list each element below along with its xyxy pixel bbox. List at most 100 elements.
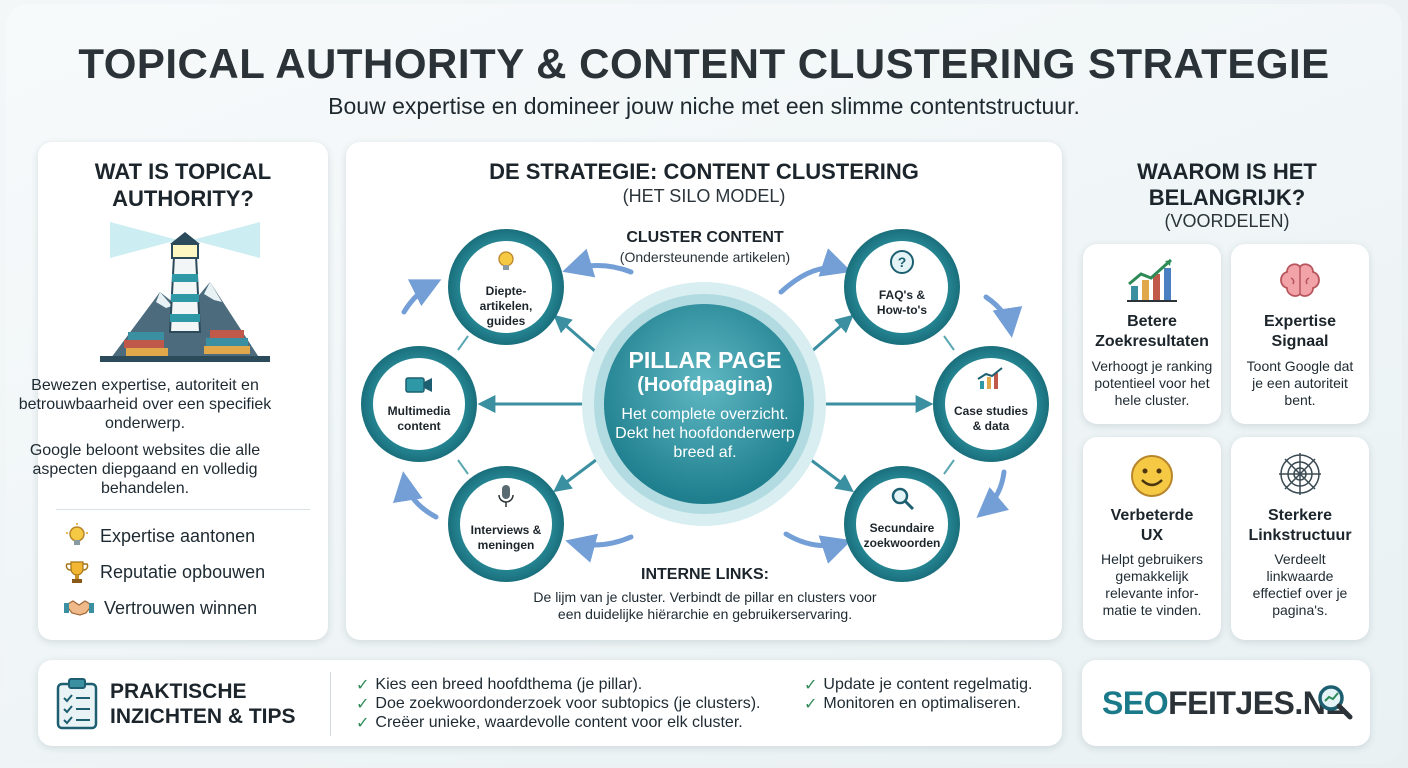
- benefit-title-line: Linkstructuur: [1248, 527, 1352, 544]
- benefit-text-line: relevante infor-: [1105, 585, 1199, 601]
- bullet-label: Reputatie opbouwen: [100, 561, 266, 582]
- page-title: TOPICAL AUTHORITY & CONTENT CLUSTERING S…: [78, 40, 1330, 87]
- bullet-expertise: Expertise aantonen: [64, 523, 255, 549]
- benefit-title-line: Betere: [1127, 313, 1177, 330]
- benefit-title: Expertise Signaal: [1231, 312, 1369, 352]
- benefit-text-line: linkwaarde: [1266, 568, 1334, 584]
- smiley-icon: [1131, 455, 1173, 497]
- benefit-text: Helpt gebruikers gemakkelijk relevante i…: [1087, 551, 1217, 619]
- benefit-title-line: Sterkere: [1267, 507, 1333, 524]
- cluster-content-title: CLUSTER CONTENT: [626, 229, 784, 246]
- node-line: content: [397, 419, 441, 433]
- pillar-title: PILLAR PAGE: [628, 347, 782, 373]
- trophy-icon: [65, 561, 89, 583]
- web-icon: [1279, 453, 1321, 495]
- check-icon: ✓: [356, 677, 370, 694]
- node-faq-label: FAQ's & How-to's: [852, 288, 952, 318]
- benefit-text-line: effectief over je: [1252, 585, 1348, 601]
- left-card-title-line2: AUTHORITY?: [112, 186, 254, 211]
- left-paragraph-1: Bewezen expertise, autoriteit en betrouw…: [18, 377, 272, 432]
- benefit-text-line: Helpt gebruikers: [1101, 551, 1203, 567]
- node-line: Interviews &: [470, 523, 542, 537]
- node-line: Multimedia: [387, 404, 451, 418]
- tip-text: Doe zoekwoordonderzoek voor subtopics (j…: [375, 695, 761, 712]
- links-line: De lijm van je cluster. Verbindt de pill…: [533, 589, 877, 605]
- benefit-text-line: matie te vinden.: [1102, 602, 1202, 618]
- svg-text:?: ?: [898, 254, 907, 270]
- node-line: artikelen,: [479, 299, 533, 313]
- bullet-label: Expertise aantonen: [100, 525, 256, 546]
- benefit-card-ux: Verbeterde UX Helpt gebruikers gemakkeli…: [1083, 437, 1221, 640]
- benefit-text-line: potentieel voor het: [1094, 375, 1210, 391]
- what-is-topical-authority-card: WAT IS TOPICAL AUTHORITY?: [38, 142, 328, 640]
- node-case-label: Case studies & data: [941, 404, 1041, 434]
- tip-item: ✓ Monitoren en optimaliseren.: [804, 694, 1021, 714]
- handshake-icon: [64, 600, 94, 616]
- tips-title-line2: INZICHTEN & TIPS: [110, 705, 296, 728]
- right-title-line1: WAAROM IS HET: [1137, 159, 1317, 184]
- brain-icon: [1280, 263, 1320, 297]
- chart-icon: [977, 367, 1003, 389]
- internal-links-description: De lijm van je cluster. Verbindt de pill…: [505, 589, 905, 623]
- benefit-title-line: Zoekresultaten: [1095, 333, 1209, 350]
- content-cluster-diagram: ?: [361, 229, 1049, 582]
- question-bubble-icon: ?: [890, 250, 914, 274]
- check-icon: ✓: [804, 696, 818, 713]
- cluster-content-subtitle: (Ondersteunende artikelen): [619, 249, 791, 265]
- pillar-connectors: [477, 314, 934, 493]
- node-line: & data: [972, 419, 1010, 433]
- benefit-text: Verhoogt je ranking potentieel voor het …: [1087, 358, 1217, 409]
- node-multimedia-label: Multimedia content: [369, 404, 469, 434]
- internal-links-title: INTERNE LINKS:: [641, 566, 769, 583]
- strategy-title: DE STRATEGIE: CONTENT CLUSTERING: [489, 159, 919, 184]
- benefit-card-zoekresultaten: Betere Zoekresultaten Verhoogt je rankin…: [1083, 244, 1221, 424]
- node-line: zoekwoorden: [863, 536, 941, 550]
- why-important-subtitle: (VOORDELEN): [1164, 211, 1290, 231]
- benefit-text-line: je een autoriteit: [1252, 375, 1348, 391]
- benefit-title-line: UX: [1140, 527, 1164, 544]
- tip-item: ✓ Doe zoekwoordonderzoek voor subtopics …: [356, 694, 760, 714]
- logo-part1: SEO: [1102, 685, 1169, 721]
- node-line: guides: [486, 314, 526, 328]
- tips-card: [38, 660, 1062, 746]
- tips-divider: [330, 672, 331, 736]
- benefit-text-line: Toont Google dat: [1246, 358, 1354, 374]
- benefit-title: Verbeterde UX: [1083, 506, 1221, 546]
- links-line: een duidelijke hiërarchie en gebruikerse…: [557, 606, 853, 622]
- bullet-vertrouwen: Vertrouwen winnen: [64, 595, 257, 621]
- benefit-card-expertise: Expertise Signaal Toont Google dat je ee…: [1231, 244, 1369, 424]
- seofeitjes-logo: SEOFEITJES.NL: [1102, 685, 1345, 722]
- video-camera-icon: [405, 377, 432, 393]
- benefit-title-line: Signaal: [1271, 333, 1329, 350]
- lighthouse-illustration-icon: [100, 222, 270, 362]
- left-paragraph-2: Google beloont websites die alle aspecte…: [29, 442, 261, 497]
- node-secundaire-label: Secundaire zoekwoorden: [852, 521, 952, 551]
- node-line: Case studies: [953, 404, 1029, 418]
- benefit-title: Sterkere Linkstructuur: [1231, 506, 1369, 546]
- check-icon: ✓: [356, 696, 370, 713]
- benefit-text-line: hele cluster.: [1114, 392, 1190, 408]
- page-subtitle: Bouw expertise en domineer jouw niche me…: [328, 93, 1080, 119]
- tips-title-line1: PRAKTISCHE: [110, 680, 247, 703]
- benefit-title: Betere Zoekresultaten: [1083, 312, 1221, 352]
- tip-text: Kies een breed hoofdthema (je pillar).: [375, 676, 643, 693]
- growth-chart-icon: [1127, 258, 1177, 302]
- tip-text: Creëer unieke, waardevolle content voor …: [375, 714, 743, 731]
- node-line: Diepte-: [485, 284, 527, 298]
- logo-part2: FEITJES.NL: [1168, 685, 1345, 721]
- benefit-text-line: gemakkelijk: [1115, 568, 1189, 584]
- node-line: Secundaire: [869, 521, 935, 535]
- benefit-title-line: Expertise: [1263, 313, 1337, 330]
- tip-item: ✓ Update je content regelmatig.: [804, 675, 1032, 695]
- benefit-title-line: Verbeterde: [1110, 507, 1194, 524]
- why-important-title: WAAROM IS HET BELANGRIJK?: [1082, 159, 1372, 211]
- node-link-arrows: [457, 335, 955, 475]
- tip-text: Update je content regelmatig.: [823, 676, 1033, 693]
- benefit-card-linkstructuur: Sterkere Linkstructuur Verdeelt linkwaar…: [1231, 437, 1369, 640]
- lightbulb-icon: [66, 523, 88, 545]
- left-divider: [56, 509, 310, 510]
- magnifier-icon: [891, 487, 915, 511]
- benefit-text-line: bent.: [1284, 392, 1316, 408]
- node-line: How-to's: [876, 303, 928, 317]
- benefit-text: Toont Google dat je een autoriteit bent.: [1235, 358, 1365, 409]
